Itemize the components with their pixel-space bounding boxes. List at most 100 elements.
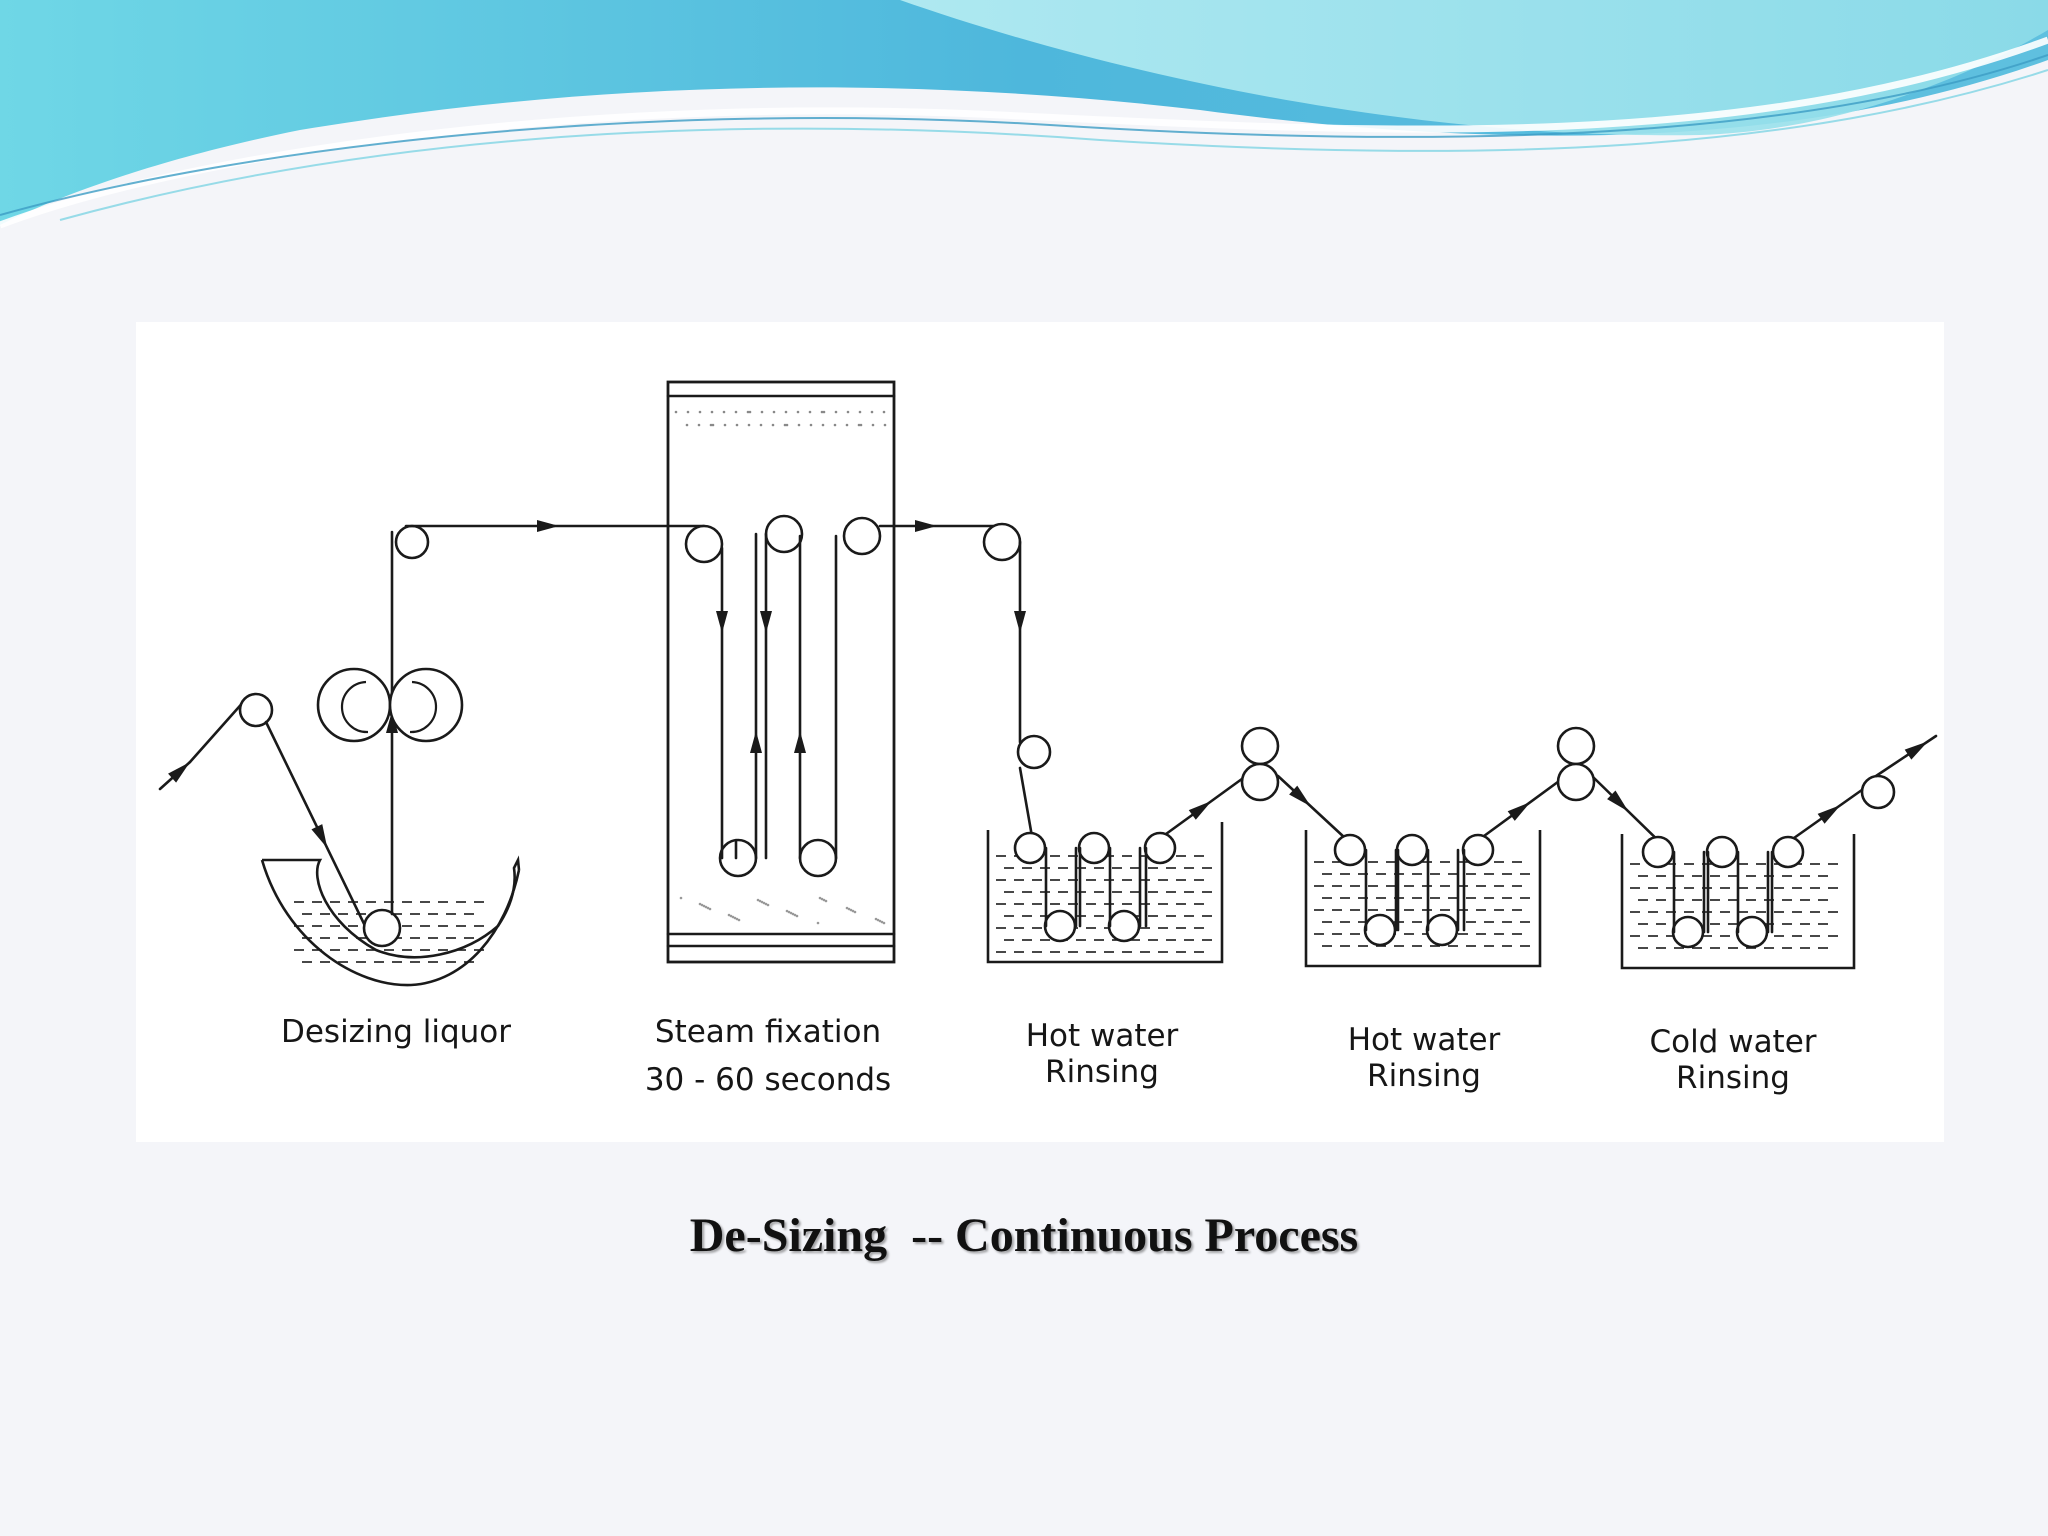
steam-particles bbox=[762, 901, 766, 905]
steam-particles bbox=[870, 410, 874, 414]
steam-particles bbox=[878, 919, 882, 923]
flow-arrow-icon bbox=[1188, 800, 1212, 820]
steam-particles bbox=[859, 423, 863, 427]
process-diagram: Desizing liquor Steam fixation 30 - 60 s… bbox=[136, 322, 1944, 1142]
steam-particles bbox=[820, 410, 824, 414]
tank3-top-roller bbox=[1705, 835, 1739, 869]
steam-particles bbox=[729, 914, 733, 918]
steam-particles bbox=[882, 410, 886, 414]
steam-particles bbox=[766, 903, 770, 907]
steam-particles bbox=[808, 410, 812, 414]
steam-particles bbox=[747, 423, 751, 427]
tank1-top-roller bbox=[1143, 831, 1177, 865]
top-roller bbox=[394, 524, 430, 560]
steam-particles bbox=[845, 423, 849, 427]
steam-particles bbox=[674, 410, 678, 414]
tank3-top-roller bbox=[1771, 835, 1805, 869]
hot-water-tank-1 bbox=[986, 822, 1224, 964]
tank3-bottom-roller bbox=[1735, 915, 1769, 949]
steam-particles bbox=[874, 917, 878, 921]
steam-particles bbox=[704, 905, 708, 909]
chamber-roller-top-1 bbox=[684, 524, 724, 564]
steam-particles bbox=[797, 423, 801, 427]
steam-particles bbox=[845, 906, 849, 910]
steam-particles bbox=[710, 410, 714, 414]
steam-particles bbox=[698, 902, 702, 906]
steam-particles bbox=[679, 896, 683, 900]
steam-particles bbox=[711, 423, 715, 427]
rinse-roller-top bbox=[982, 522, 1022, 562]
steam-particles bbox=[756, 898, 760, 902]
steam-particles bbox=[846, 410, 850, 414]
steam-particles bbox=[857, 423, 861, 427]
steam-particles bbox=[735, 423, 739, 427]
steam-particles bbox=[727, 913, 731, 917]
steam-particles bbox=[785, 909, 789, 913]
steam-particles bbox=[731, 915, 735, 919]
squeeze-roller-right bbox=[388, 667, 464, 743]
steam-particles bbox=[737, 918, 741, 922]
steam-particles bbox=[834, 410, 838, 414]
flow-arrow-icon bbox=[1289, 785, 1311, 807]
flow-arrow-icon bbox=[537, 520, 559, 532]
steam-particles bbox=[796, 410, 800, 414]
tank1-top-roller bbox=[1077, 831, 1111, 865]
fabric-path bbox=[188, 697, 248, 764]
nip-roller-bottom bbox=[1556, 762, 1596, 802]
stage-label-hot-water-2-line1: Hot water bbox=[1347, 1022, 1501, 1058]
stage-duration-steam-fixation: 30 - 60 seconds bbox=[644, 1062, 892, 1098]
steam-particles bbox=[764, 902, 768, 906]
flow-arrow-icon bbox=[1817, 804, 1841, 824]
steam-particles bbox=[746, 410, 750, 414]
steam-particles bbox=[771, 423, 775, 427]
chamber-roller-top-2 bbox=[764, 514, 804, 554]
cold-water-tank bbox=[1620, 834, 1856, 970]
steam-particles bbox=[708, 907, 712, 911]
tank1-bottom-roller bbox=[1107, 909, 1141, 943]
tank2-top-roller bbox=[1333, 833, 1367, 867]
flow-arrow-icon bbox=[1904, 741, 1928, 760]
flow-arrow-icon bbox=[1607, 790, 1629, 812]
steam-particles bbox=[760, 900, 764, 904]
steam-particles bbox=[833, 423, 837, 427]
exit-roller bbox=[1860, 774, 1896, 810]
steam-particles bbox=[733, 916, 737, 920]
tank2-bottom-roller bbox=[1425, 913, 1459, 947]
steam-particles bbox=[686, 410, 690, 414]
rotation-arrow-icon bbox=[409, 680, 438, 734]
steam-particles bbox=[698, 410, 702, 414]
slide-title: De-Sizing -- Continuous Process bbox=[689, 1209, 1359, 1262]
rinse-entry-roller bbox=[1016, 734, 1052, 770]
steam-particles bbox=[793, 913, 797, 917]
stage-label-hot-water-1-line2: Rinsing bbox=[1045, 1054, 1159, 1090]
nip-roller-top bbox=[1556, 726, 1596, 766]
steam-particles bbox=[822, 898, 826, 902]
steam-particles bbox=[858, 410, 862, 414]
tank3-top-roller bbox=[1641, 835, 1675, 869]
chamber-roller-bottom-1 bbox=[718, 838, 758, 878]
flow-arrow-icon bbox=[760, 611, 772, 633]
rotation-arrow-icon bbox=[340, 680, 369, 734]
header-wave-decoration bbox=[0, 0, 2048, 229]
flow-arrow-icon bbox=[311, 824, 328, 849]
steam-particles bbox=[789, 911, 793, 915]
steam-particles bbox=[759, 423, 763, 427]
steam-particles bbox=[883, 423, 887, 427]
tank1-bottom-roller bbox=[1043, 909, 1077, 943]
stage-label-hot-water-2-line2: Rinsing bbox=[1367, 1058, 1481, 1094]
flow-arrow-icon bbox=[1014, 611, 1026, 633]
steam-particles bbox=[783, 423, 787, 427]
tank2-top-roller bbox=[1395, 833, 1429, 867]
steam-particles bbox=[821, 423, 825, 427]
steam-particles bbox=[785, 423, 789, 427]
steam-particles bbox=[818, 896, 822, 900]
steam-particles bbox=[722, 410, 726, 414]
steam-particles bbox=[697, 423, 701, 427]
steam-particles bbox=[787, 910, 791, 914]
steam-particles bbox=[709, 423, 713, 427]
tank3-bottom-roller bbox=[1671, 915, 1705, 949]
immersion-roller bbox=[362, 908, 402, 948]
steam-particles bbox=[784, 410, 788, 414]
tank1-top-roller bbox=[1013, 831, 1047, 865]
